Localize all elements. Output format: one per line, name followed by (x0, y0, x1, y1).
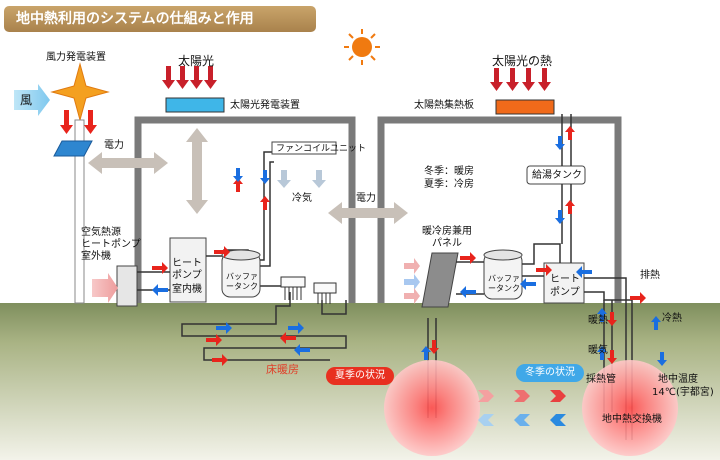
wind-solar-panel (53, 140, 93, 157)
label-solar-heat: 太陽光の熱 (492, 54, 553, 68)
label-ground-temp-1: 地中温度 (658, 374, 698, 385)
solar-heat-arrows (490, 68, 551, 91)
hot-water-tank (526, 165, 586, 185)
solar-panel (165, 97, 225, 113)
label-heat-pump-right-2: ポンプ (550, 287, 580, 298)
label-hot-water-tank: 給湯タンク (532, 170, 582, 181)
outdoor-intake-arrow (92, 273, 118, 303)
manifold-2 (313, 282, 337, 304)
label-buffer-tank-left: バッファータンク (226, 272, 258, 291)
label-buffer-tank-right: バッファータンク (488, 274, 520, 293)
sunlight-arrows (162, 66, 217, 89)
heating-cooling-panel (421, 252, 459, 308)
wind-arrow (14, 84, 50, 116)
flow-chevrons (478, 390, 566, 426)
label-air-source-1: 空気熱源 (81, 227, 121, 238)
label-solar-collector: 太陽熱集熱板 (414, 100, 474, 111)
buffer-tank-left (221, 249, 261, 298)
label-warm-air: 暖気 (588, 345, 608, 356)
buffer-tank-right (483, 249, 523, 300)
label-floor-heating: 床暖房 (266, 363, 299, 376)
label-fan-coil: ファンコイルユニット (276, 144, 367, 154)
label-cold-air: 冷気 (292, 193, 312, 204)
solar-collector (495, 99, 555, 115)
label-panel-2: パネル (432, 238, 462, 249)
label-air-source-2: ヒートポンプ (81, 239, 141, 250)
label-cool-heat: 冷熱 (662, 313, 682, 324)
outdoor-unit (116, 265, 138, 307)
winter-heat-zone (582, 360, 678, 456)
electricity-arrows (88, 128, 408, 224)
label-winter-heating: 冬季：暖房 (424, 166, 474, 177)
label-wind-device: 風力発電装置 (46, 52, 106, 63)
label-panel-1: 暖冷房兼用 (422, 226, 472, 237)
label-wind: 風 (20, 93, 33, 107)
label-sunlight: 太陽光 (178, 54, 215, 68)
label-heat-pump-indoor-3: 室内機 (172, 284, 202, 295)
label-ground-exchanger: 地中熱交換機 (602, 414, 662, 425)
label-exhaust-heat: 排熱 (640, 270, 660, 281)
label-electricity-mid: 電力 (356, 193, 376, 204)
summer-heat-zone (384, 360, 480, 456)
label-air-source-3: 室外機 (81, 251, 111, 262)
manifold-1 (280, 276, 306, 300)
label-heat-pump-right-1: ヒート (550, 274, 580, 285)
label-electricity-left: 電力 (104, 140, 124, 151)
arrow-icon (60, 110, 97, 134)
wind-star-icon (50, 62, 110, 122)
label-heat-pipe: 採熱管 (586, 374, 616, 385)
label-ground-temp-2: 14℃(宇都宮) (652, 387, 714, 398)
label-warm-heat: 暖熱 (588, 315, 608, 326)
label-solar-panel: 太陽光発電装置 (230, 100, 300, 111)
panel-air-arrows (404, 258, 420, 304)
label-heat-pump-indoor-2: ポンプ (172, 270, 202, 281)
heat-pump-indoor (169, 237, 207, 303)
cold-air-arrows (277, 170, 326, 188)
wind-pole (74, 119, 85, 304)
winter-status-badge: 冬季の状況 (516, 364, 584, 382)
summer-status-badge: 夏季の状況 (326, 367, 394, 385)
label-summer-cooling: 夏季：冷房 (424, 179, 474, 190)
sun-icon (344, 29, 380, 65)
flow-arrows-hot (152, 126, 646, 366)
label-heat-pump-indoor-1: ヒート (172, 258, 202, 269)
fan-coil-unit (271, 141, 337, 155)
flow-arrows-cold (152, 136, 667, 366)
page-title: 地中熱利用のシステムの仕組みと作用 (4, 6, 316, 32)
